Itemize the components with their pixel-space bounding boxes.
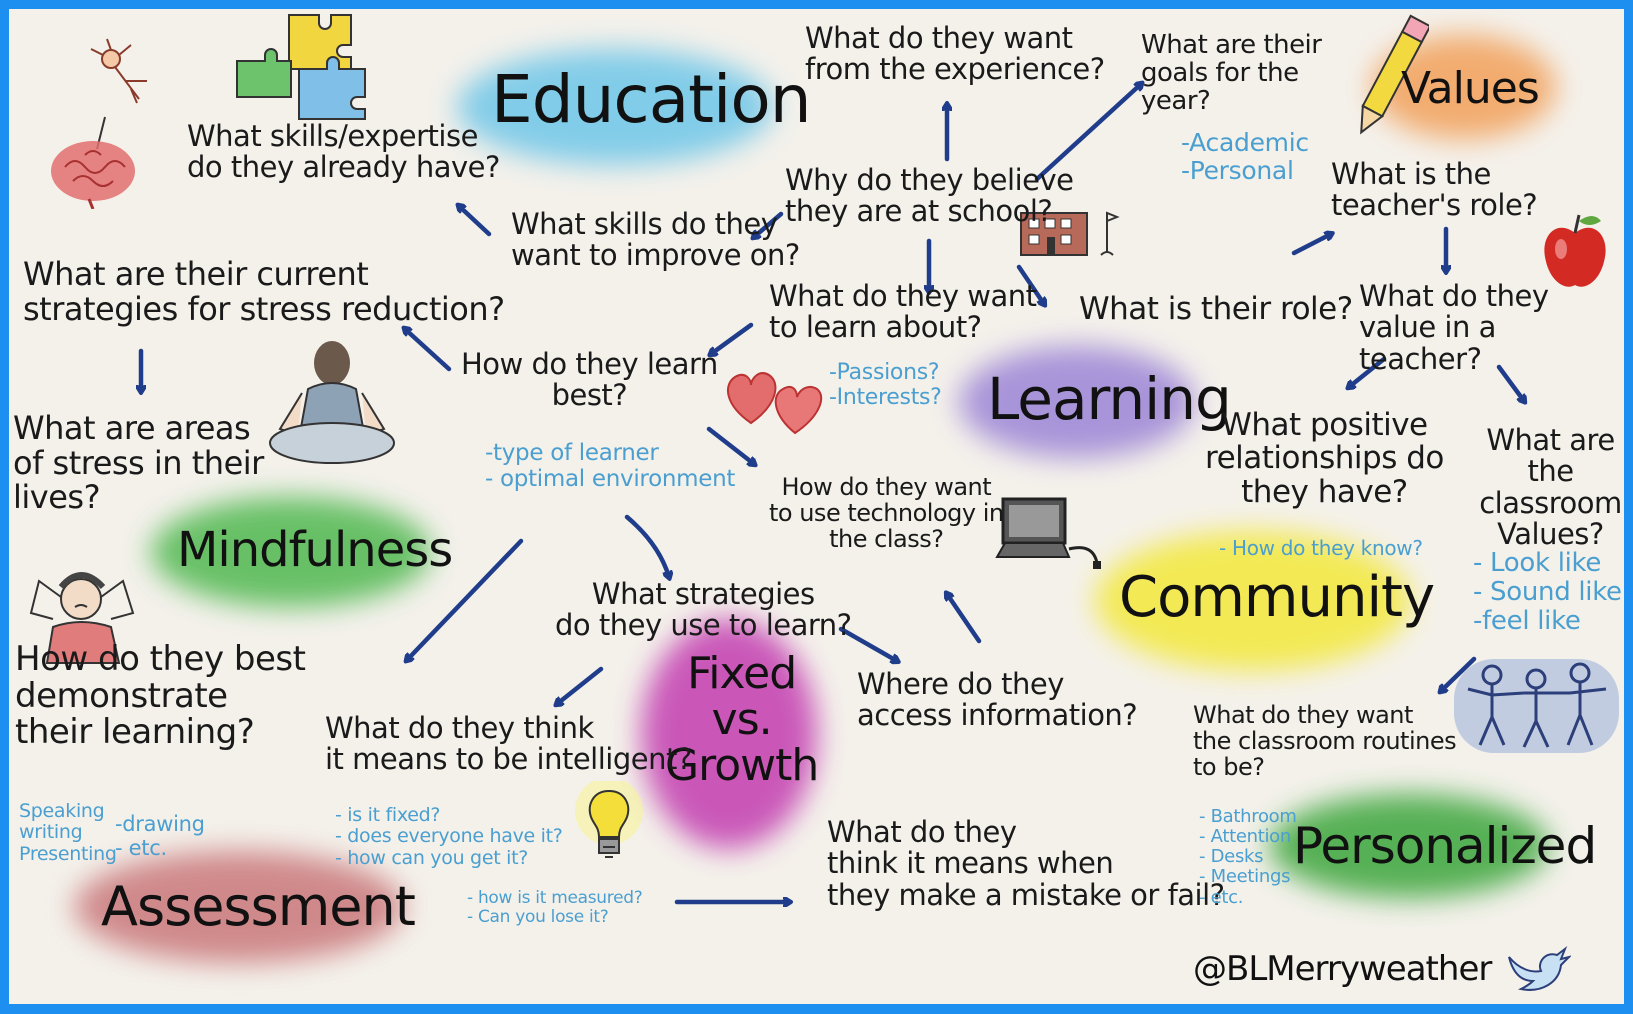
question-demonstrate-learning: How do they best demonstrate their learn… (15, 639, 306, 753)
note-demonstrate-b: -drawing - etc. (115, 812, 205, 860)
arrow (706, 426, 754, 464)
question-want-to-learn: What do they want to learn about? (769, 279, 1037, 345)
holding-hands-people-icon (1454, 659, 1619, 753)
note-goals: -Academic -Personal (1181, 128, 1309, 185)
arrow (405, 329, 452, 372)
note-routines: - Bathroom - Attention - Desks - Meeting… (1199, 806, 1297, 908)
apple-icon (1544, 214, 1606, 287)
arrow (1496, 364, 1524, 401)
hearts-icon (727, 372, 823, 435)
question-classroom-values: What are the classroom Values? (1479, 423, 1622, 551)
question-use-technology: How do they want to use technology in th… (769, 473, 1004, 553)
question-classroom-routines: What do they want the classroom routines… (1193, 701, 1457, 781)
community-blob (1095, 531, 1411, 671)
arrow (557, 666, 604, 704)
question-strategies-to-learn: What strategies do they use to learn? (555, 577, 852, 643)
question-goals-for-year: What are their goals for the year? (1141, 30, 1322, 117)
fixed-growth-blob (641, 619, 817, 849)
note-demonstrate-a: Speaking writing Presenting (19, 800, 117, 865)
arrow (1291, 234, 1331, 256)
arrow (624, 514, 669, 577)
question-teachers-role: What is the teacher's role? (1331, 157, 1538, 223)
question-mistake-or-fail: What do they think it means when they ma… (827, 815, 1225, 912)
arrow (711, 322, 754, 354)
topic-mindfulness: Mindfulness (177, 522, 453, 578)
arrow (838, 626, 897, 661)
assessment-blob (74, 851, 404, 963)
arrow (407, 538, 524, 660)
education-blob (457, 49, 773, 165)
neuron-icon (90, 38, 147, 104)
question-learn-best: How do they learn best? (461, 347, 718, 413)
note-learn-best: -type of learner - optimal environment (485, 440, 736, 492)
arrow (947, 594, 982, 644)
meditating-person-icon (269, 341, 395, 464)
note-relationships: - How do they know? (1219, 536, 1423, 560)
stressed-person-icon (29, 572, 135, 664)
question-why-believe: Why do they believe they are at school? (785, 163, 1074, 229)
mind-map-graphics (74, 35, 1556, 963)
pencil-icon (1360, 14, 1429, 135)
topic-assessment: Assessment (101, 875, 416, 938)
topic-community: Community (1119, 565, 1435, 630)
puzzle-pieces-icon (236, 14, 366, 120)
question-means-intelligent: What do they think it means to be intell… (325, 711, 692, 777)
question-want-from-experience: What do they want from the experience? (805, 21, 1105, 87)
note-intelligent: - is it fixed? - does everyone have it? … (335, 804, 563, 869)
question-access-information: Where do they access information? (857, 667, 1138, 733)
topic-fixed-vs-growth: Fixed vs. Growth (665, 648, 819, 792)
arrows (141, 84, 1524, 902)
note-classroom-values: - Look like - Sound like -feel like (1473, 548, 1622, 637)
arrow (1349, 356, 1387, 387)
topic-values: Values (1401, 63, 1540, 114)
question-value-in-teacher: What do they value in a teacher? (1359, 279, 1549, 376)
question-their-role: What is their role? (1079, 291, 1353, 327)
learning-blob (959, 346, 1195, 458)
arrow (754, 211, 784, 237)
mindfulness-blob (151, 497, 431, 607)
arrow (1441, 656, 1477, 691)
question-positive-relationships: What positive relationships do they have… (1205, 407, 1444, 510)
arrow (1034, 84, 1141, 182)
topic-personalized: Personalized (1293, 817, 1597, 875)
question-skills-have: What skills/expertise do they already ha… (187, 119, 500, 185)
laptop-icon (995, 497, 1101, 569)
question-areas-of-stress: What are areas of stress in their lives? (13, 409, 264, 517)
personalized-blob (1269, 794, 1549, 898)
brain-icon (51, 116, 135, 209)
mind-map-board: Education Values Learning Mindfulness Co… (9, 9, 1624, 1004)
question-stress-strategies: What are their current strategies for st… (23, 255, 505, 328)
arrow (1016, 264, 1044, 304)
question-skills-improve: What skills do they want to improve on? (511, 207, 800, 273)
topic-learning: Learning (987, 365, 1232, 433)
note-learn-about: -Passions? -Interests? (829, 360, 942, 410)
author-handle: @BLMerryweather (1193, 949, 1492, 989)
values-blob (1372, 35, 1556, 139)
twitter-bird-icon (1508, 946, 1571, 991)
lightbulb-icon (575, 781, 643, 858)
note-intelligent-more: - how is it measured? - Can you lose it? (467, 888, 643, 928)
arrow (459, 206, 492, 237)
topic-education: Education (491, 61, 812, 138)
school-building-icon (1020, 211, 1120, 256)
